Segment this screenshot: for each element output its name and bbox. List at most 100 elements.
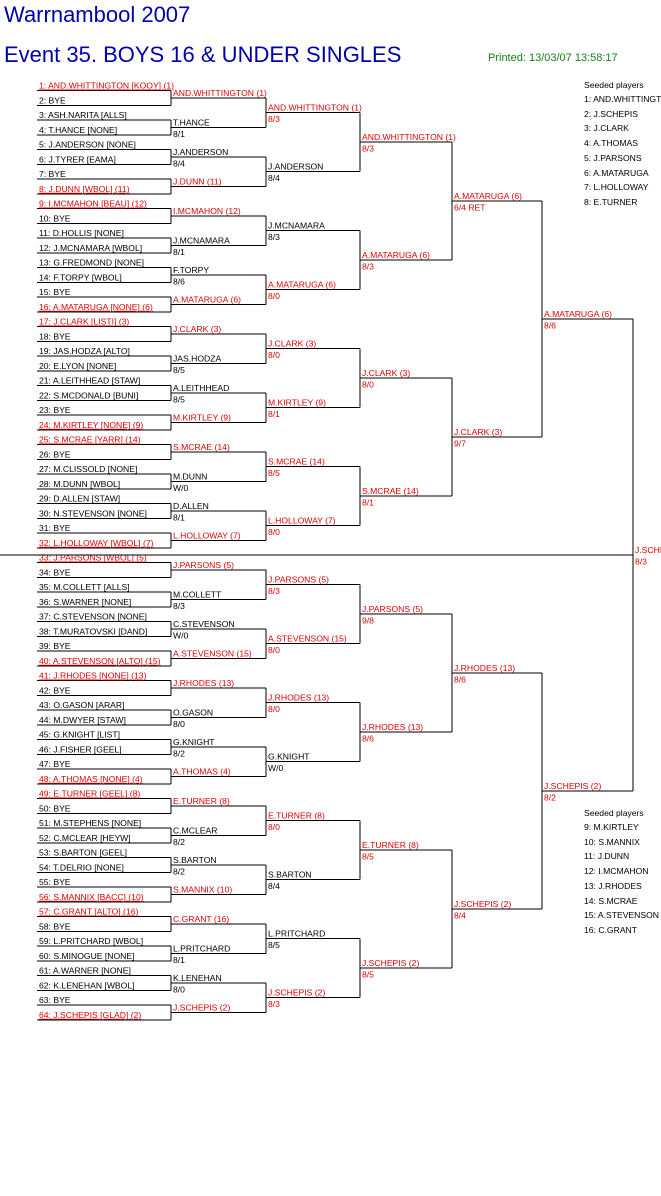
winner-name: A.STEVENSON (15) bbox=[268, 634, 347, 644]
match-score: 8/0 bbox=[268, 704, 280, 714]
winner-name: A.MATARUGA (6) bbox=[544, 309, 612, 319]
seeded-player-item: 9: M.KIRTLEY bbox=[584, 822, 639, 832]
winner-name: A.LEITHHEAD bbox=[173, 383, 229, 393]
winner-name: L.HOLLOWAY (7) bbox=[268, 516, 336, 526]
draw-entry: 34: BYE bbox=[39, 567, 71, 577]
winner-name: J.SCHEPIS (2) bbox=[454, 899, 511, 909]
draw-entry: 58: BYE bbox=[39, 921, 71, 931]
draw-entry: 31: BYE bbox=[39, 523, 71, 533]
winner-name: C.STEVENSON bbox=[173, 619, 235, 629]
draw-entry: 9: I.MCMAHON [BEAU] (12) bbox=[39, 199, 147, 209]
draw-entry: 30: N.STEVENSON [NONE] bbox=[39, 508, 147, 518]
winner-name: JAS.HODZA bbox=[173, 353, 221, 363]
draw-entry: 3: ASH.NARITA [ALLS] bbox=[39, 110, 127, 120]
match-score: 6/4 RET bbox=[454, 203, 486, 213]
match-score: 8/0 bbox=[268, 350, 280, 360]
draw-entry: 10: BYE bbox=[39, 213, 71, 223]
match-score: 8/2 bbox=[173, 748, 185, 758]
match-score: 8/5 bbox=[173, 394, 185, 404]
match-score: 8/3 bbox=[268, 114, 280, 124]
match-score: 8/3 bbox=[173, 601, 185, 611]
match-score: 8/5 bbox=[268, 468, 280, 478]
draw-entry: 35: M.COLLETT [ALLS] bbox=[39, 582, 130, 592]
seeded-player-item: 8: E.TURNER bbox=[584, 196, 638, 207]
match-score: 8/5 bbox=[362, 970, 374, 980]
draw-entry: 23: BYE bbox=[39, 405, 71, 415]
draw-entry: 1: AND.WHITTINGTON [KOOY] (1) bbox=[39, 81, 174, 91]
match-score: 8/4 bbox=[268, 173, 280, 183]
match-score: 8/5 bbox=[362, 852, 374, 862]
seeded-player-item: 1: AND.WHITTINGTON bbox=[584, 94, 661, 104]
winner-name: A.MATARUGA (6) bbox=[454, 191, 522, 201]
match-score: 8/0 bbox=[362, 380, 374, 390]
draw-entry: 62: K.LENEHAN [WBOL] bbox=[39, 980, 135, 990]
seeded-player-item: 12: I.MCMAHON bbox=[584, 866, 649, 877]
match-score: 8/1 bbox=[268, 409, 280, 419]
winner-name: D.ALLEN bbox=[173, 501, 209, 511]
match-score: 8/0 bbox=[268, 645, 280, 655]
draw-entry: 63: BYE bbox=[39, 995, 71, 1005]
winner-name: E.TURNER (8) bbox=[362, 840, 419, 850]
winner-name: J.MCNAMARA bbox=[268, 221, 325, 231]
winner-name: L.HOLLOWAY (7) bbox=[173, 530, 241, 540]
match-score: 8/0 bbox=[173, 984, 185, 994]
winner-name: J.SCHEPIS (2) bbox=[173, 1002, 230, 1012]
draw-entry: 5: J.ANDERSON [NONE] bbox=[39, 140, 136, 150]
draw-entry: 60: S.MINOGUE [NONE] bbox=[39, 951, 135, 961]
seeded-player-item: 6: A.MATARUGA bbox=[584, 167, 649, 178]
winner-name: J.CLARK (3) bbox=[454, 427, 502, 437]
seeded-player-item: 7: L.HOLLOWAY bbox=[584, 182, 649, 193]
seeded-player-item: 14: S.MCRAE bbox=[584, 895, 638, 906]
winner-name: A.THOMAS (4) bbox=[173, 766, 231, 776]
winner-name: J.SCHEPIS (2) bbox=[268, 988, 325, 998]
draw-entry: 52: C.MCLEAR [HEYW] bbox=[39, 833, 131, 843]
draw-entry: 11: D.HOLLIS [NONE] bbox=[39, 228, 124, 238]
match-score: 8/6 bbox=[362, 734, 374, 744]
winner-name: J.SCHEPIS (2) bbox=[544, 781, 601, 791]
draw-entry: 28: M.DUNN [WBOL] bbox=[39, 479, 120, 489]
draw-entry: 24: M.KIRTLEY [NONE] (9) bbox=[39, 420, 143, 430]
winner-name: J.PARSONS (5) bbox=[268, 575, 329, 585]
tournament-title: Warrnambool 2007 bbox=[4, 2, 191, 27]
winner-name: A.STEVENSON (15) bbox=[173, 648, 252, 658]
winner-name: J.CLARK (3) bbox=[173, 324, 221, 334]
match-score: 8/3 bbox=[362, 144, 374, 154]
winner-name: J.RHODES (13) bbox=[362, 722, 423, 732]
match-score: W/0 bbox=[173, 483, 188, 493]
winner-name: T.HANCE bbox=[173, 117, 210, 127]
match-score: 8/4 bbox=[173, 158, 185, 168]
winner-name: S.MCRAE (14) bbox=[173, 442, 230, 452]
match-score: W/0 bbox=[268, 763, 283, 773]
match-score: 8/4 bbox=[268, 881, 280, 891]
seeded-players-title-bottom: Seeded players bbox=[584, 808, 644, 818]
draw-entry: 2: BYE bbox=[39, 95, 66, 105]
seeded-player-item: 2: J.SCHEPIS bbox=[584, 108, 638, 119]
winner-name: J.RHODES (13) bbox=[268, 693, 329, 703]
seeded-player-item: 11: J.DUNN bbox=[584, 851, 630, 862]
draw-entry: 4: T.HANCE [NONE] bbox=[39, 125, 117, 135]
draw-entry: 14: F.TORPY [WBOL] bbox=[39, 272, 122, 282]
match-score: 8/3 bbox=[362, 262, 374, 272]
match-score: 8/5 bbox=[268, 940, 280, 950]
match-score: 8/3 bbox=[268, 999, 280, 1009]
draw-entry: 54: T.DELRIO [NONE] bbox=[39, 862, 124, 872]
winner-name: E.TURNER (8) bbox=[173, 796, 230, 806]
match-score: 8/4 bbox=[454, 911, 466, 921]
winner-name: J.DUNN (11) bbox=[173, 176, 222, 186]
draw-entry: 41: J.RHODES [NONE] (13) bbox=[39, 671, 147, 681]
winner-name: L.PRITCHARD bbox=[268, 929, 325, 939]
draw-entry: 15: BYE bbox=[39, 287, 71, 297]
winner-name: C.MCLEAR bbox=[173, 825, 217, 835]
winner-name: AND.WHITTINGTON (1) bbox=[362, 132, 456, 142]
winner-name: I.MCMAHON (12) bbox=[173, 206, 241, 216]
seeded-player-item: 5: J.PARSONS bbox=[584, 152, 642, 163]
match-score: 9/8 bbox=[362, 616, 374, 626]
draw-entry: 7: BYE bbox=[39, 169, 66, 179]
match-score: 8/3 bbox=[268, 232, 280, 242]
draw-entry: 50: BYE bbox=[39, 803, 71, 813]
match-score: 8/5 bbox=[173, 365, 185, 375]
draw-entry: 8: J.DUNN [WBOL] (11) bbox=[39, 184, 130, 194]
winner-name: J.SCHEPIS (2) bbox=[635, 545, 661, 555]
draw-entry: 25: S.MCRAE [YARR] (14) bbox=[39, 435, 141, 445]
draw-entry: 64: J.SCHEPIS [GLAD] (2) bbox=[39, 1010, 141, 1020]
